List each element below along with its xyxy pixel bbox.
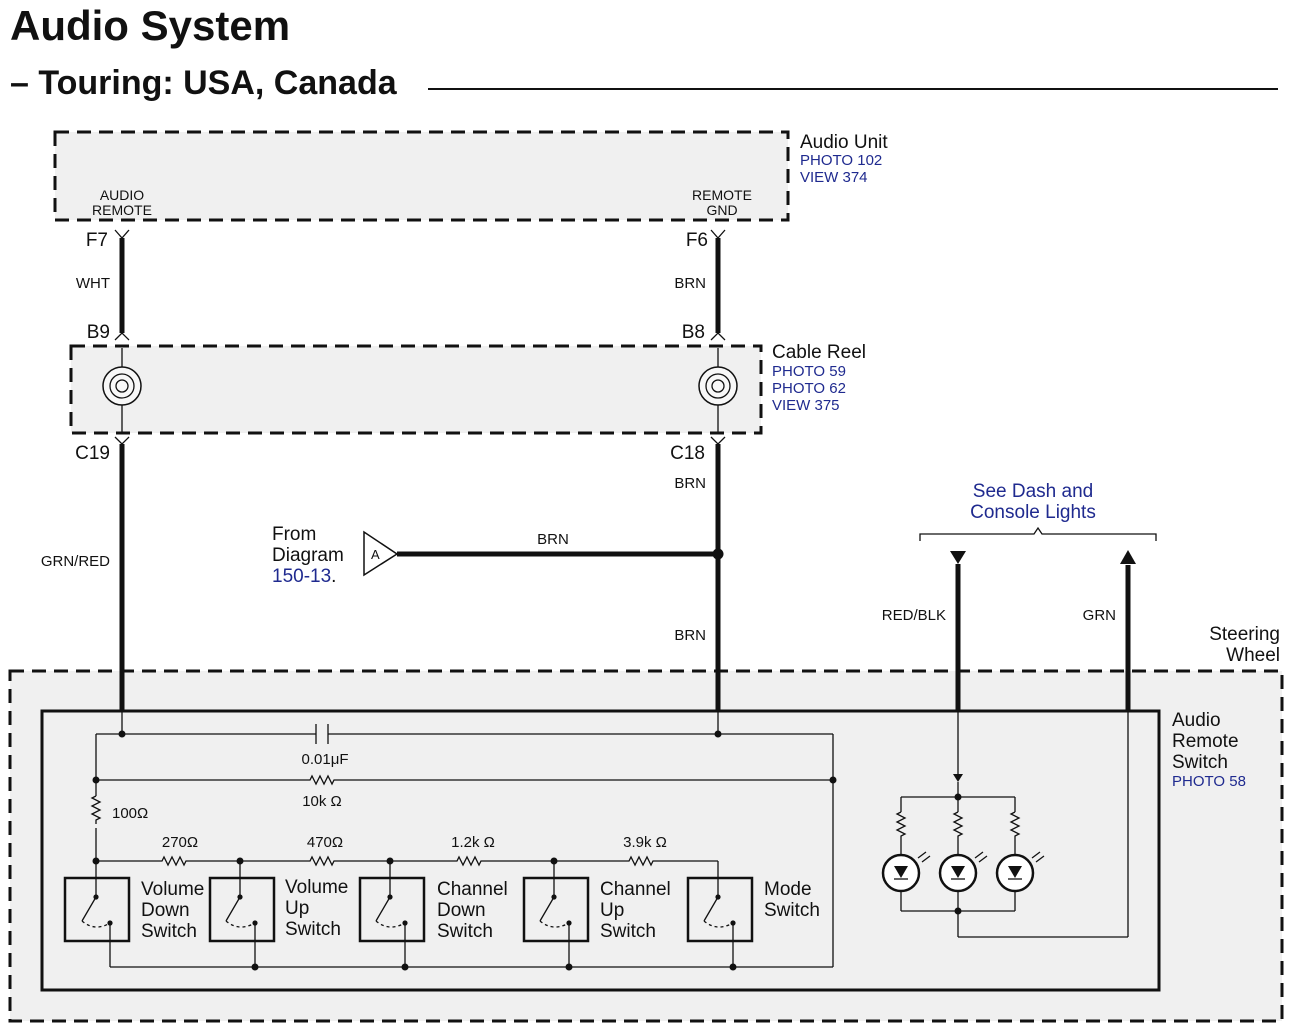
pin-remote-gnd-line2: GND — [706, 202, 737, 218]
connector-b9-mark — [114, 332, 130, 341]
volume-down-label-line3: Switch — [141, 921, 197, 942]
splice-point — [712, 548, 724, 560]
capacitor-label: 0.01μF — [302, 751, 349, 768]
connector-c19-mark — [114, 436, 130, 445]
wire-label-brn-lower: BRN — [674, 627, 706, 644]
connector-f7-mark — [114, 229, 130, 239]
volume-down-label-line2: Down — [141, 900, 190, 921]
resistor-10k-label: 10k Ω — [302, 793, 342, 810]
volume-down-label-line1: Volume — [141, 879, 204, 900]
led-left-icon — [881, 797, 931, 911]
mode-switch-label-line1: Mode — [764, 879, 812, 900]
pin-audio-remote-line1: AUDIO — [100, 187, 144, 203]
switch-ladder-circuit — [90, 712, 837, 971]
audio-remote-switch-label-line2: Remote — [1172, 731, 1239, 752]
from-diagram-reference[interactable]: 150-13. — [272, 566, 336, 587]
channel-up-switch[interactable] — [522, 876, 590, 943]
audio-unit-view-ref[interactable]: VIEW 374 — [800, 169, 868, 186]
cable-reel-photo-62-ref[interactable]: PHOTO 62 — [772, 380, 846, 397]
connector-b8-mark — [710, 332, 726, 341]
wire-label-wht: WHT — [76, 275, 110, 292]
from-diagram-label-line2: Diagram — [272, 545, 344, 566]
connector-b9-label: B9 — [87, 322, 110, 343]
audio-remote-switch-photo-ref[interactable]: PHOTO 58 — [1172, 773, 1246, 790]
connector-f6-label: F6 — [686, 230, 708, 251]
connector-c19-label: C19 — [75, 443, 110, 464]
channel-up-label-line1: Channel — [600, 879, 671, 900]
channel-down-switch[interactable] — [358, 876, 426, 943]
red-blk-in-arrow-icon — [950, 551, 966, 564]
wire-label-grn: GRN — [1083, 607, 1116, 624]
channel-up-label-line3: Switch — [600, 921, 656, 942]
connector-f6-mark — [710, 229, 726, 239]
page-subtitle: – Touring: USA, Canada — [10, 64, 397, 102]
audio-remote-switch-label-line3: Switch — [1172, 752, 1228, 773]
cable-reel-box — [69, 344, 763, 435]
page-title: Audio System — [10, 2, 291, 49]
pin-audio-remote-line2: REMOTE — [92, 202, 152, 218]
volume-down-switch[interactable] — [63, 876, 131, 943]
resistor-3-9k-label: 3.9k Ω — [623, 834, 667, 851]
resistor-100-label: 100Ω — [112, 805, 148, 822]
led-right-icon — [995, 797, 1045, 911]
channel-down-label-line2: Down — [437, 900, 486, 921]
see-lights-link-line1[interactable]: See Dash and — [973, 481, 1093, 502]
volume-up-label-line2: Up — [285, 898, 309, 919]
cable-reel-label: Cable Reel — [772, 342, 866, 363]
wire-label-brn-upper: BRN — [674, 275, 706, 292]
channel-up-label-line2: Up — [600, 900, 624, 921]
mode-switch[interactable] — [686, 876, 754, 943]
grn-out-arrow-icon — [1120, 550, 1136, 564]
wire-label-red-blk: RED/BLK — [882, 607, 946, 624]
audio-unit-box — [53, 130, 790, 222]
steering-wheel-label-line1: Steering — [1209, 624, 1280, 645]
audio-unit-label: Audio Unit — [800, 132, 888, 153]
led-center-icon — [938, 797, 988, 911]
pin-remote-gnd-line1: REMOTE — [692, 187, 752, 203]
mode-switch-label-line2: Switch — [764, 900, 820, 921]
clock-spring-right-icon — [698, 348, 738, 432]
channel-down-label-line1: Channel — [437, 879, 508, 900]
cable-reel-photo-59-ref[interactable]: PHOTO 59 — [772, 363, 846, 380]
volume-up-label-line3: Switch — [285, 919, 341, 940]
steering-wheel-label-line2: Wheel — [1226, 645, 1280, 666]
off-page-flag-a[interactable] — [363, 530, 399, 577]
connector-c18-label: C18 — [670, 443, 705, 464]
wire-label-grn-red: GRN/RED — [41, 553, 110, 570]
off-page-flag-letter: A — [371, 547, 380, 562]
audio-unit-photo-ref[interactable]: PHOTO 102 — [800, 152, 882, 169]
channel-down-label-line3: Switch — [437, 921, 493, 942]
resistor-470-label: 470Ω — [307, 834, 343, 851]
connector-f7-label: F7 — [86, 230, 108, 251]
resistor-270-label: 270Ω — [162, 834, 198, 851]
wire-label-brn-horizontal: BRN — [537, 531, 569, 548]
resistor-1-2k-label: 1.2k Ω — [451, 834, 495, 851]
wire-label-brn-mid: BRN — [674, 475, 706, 492]
from-diagram-label-line1: From — [272, 524, 316, 545]
connector-b8-label: B8 — [682, 322, 705, 343]
audio-remote-switch-label-line1: Audio — [1172, 710, 1221, 731]
volume-up-switch[interactable] — [208, 876, 276, 943]
connector-c18-mark — [710, 436, 726, 445]
cable-reel-view-ref[interactable]: VIEW 375 — [772, 397, 840, 414]
clock-spring-left-icon — [102, 348, 142, 432]
volume-up-label-line1: Volume — [285, 877, 348, 898]
audio-remote-switch-box — [40, 709, 1161, 992]
see-lights-bracket — [919, 526, 1157, 541]
see-lights-link-line2[interactable]: Console Lights — [970, 502, 1096, 523]
